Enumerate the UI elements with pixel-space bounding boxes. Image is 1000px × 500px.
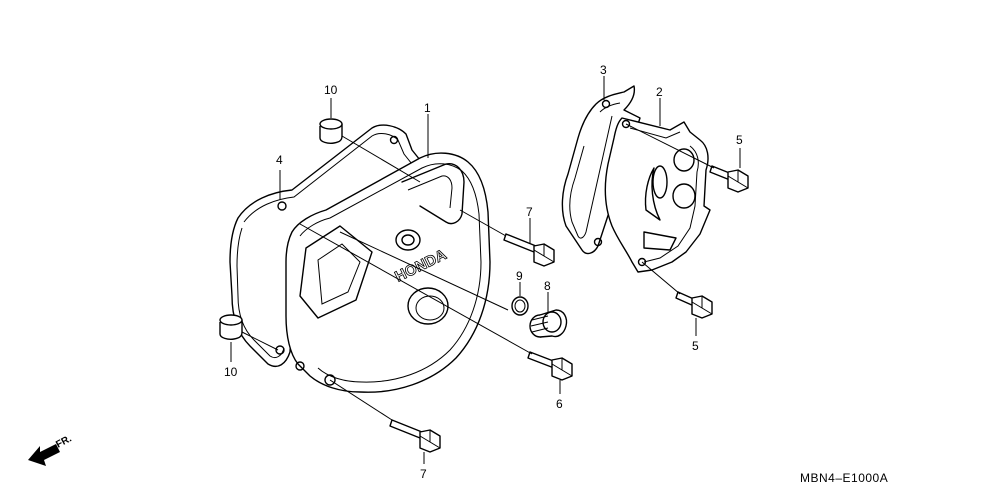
front-arrow-icon xyxy=(28,444,60,466)
callout-10-lower: 10 xyxy=(224,365,238,379)
bolt-part-5-upper xyxy=(709,165,749,193)
bolt-part-7-lower xyxy=(389,419,441,453)
callout-2: 2 xyxy=(656,85,663,99)
collar-part-10-lower xyxy=(219,314,243,340)
callout-8: 8 xyxy=(544,279,551,293)
bolt-part-7-upper xyxy=(503,233,555,267)
callout-labels: 10 1 4 3 2 5 7 9 8 5 6 10 7 xyxy=(224,63,743,481)
callout-7-lower: 7 xyxy=(420,467,427,481)
front-direction-label: FR. xyxy=(54,433,74,450)
leader-lines xyxy=(230,76,741,464)
callout-9: 9 xyxy=(516,269,523,283)
callout-1: 1 xyxy=(424,101,431,115)
callout-5-lower: 5 xyxy=(692,339,699,353)
callout-3: 3 xyxy=(600,63,607,77)
cover-plate-part-2 xyxy=(604,117,711,273)
bolt-part-5-lower xyxy=(675,291,713,319)
bolt-part-6 xyxy=(527,351,573,381)
callout-4: 4 xyxy=(276,153,283,167)
callout-10-upper: 10 xyxy=(324,83,338,97)
left-crankcase-cover-part-1: HONDA xyxy=(285,152,491,393)
collar-part-10-upper xyxy=(319,118,343,144)
callout-7-upper: 7 xyxy=(526,205,533,219)
plug-part-8 xyxy=(529,309,568,338)
drawing-code: MBN4–E1000A xyxy=(800,471,888,485)
o-ring-part-9 xyxy=(511,296,529,316)
front-direction-indicator: FR. xyxy=(28,433,74,466)
callout-6: 6 xyxy=(556,397,563,411)
callout-5-upper: 5 xyxy=(736,133,743,147)
